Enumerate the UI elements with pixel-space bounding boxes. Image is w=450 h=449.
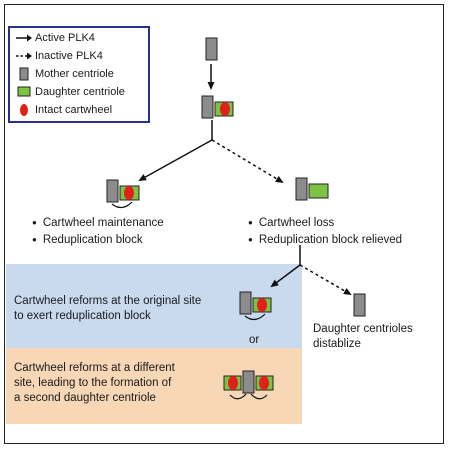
peach-panel-line3: a second daughter centriole [14, 392, 156, 404]
legend-label-daughter: Daughter centriole [35, 86, 125, 98]
right-bullet-loss: Cartwheel loss [248, 216, 334, 231]
legend-label-inactive: Inactive PLK4 [35, 50, 103, 62]
legend-item-inactive: Inactive PLK4 [16, 48, 103, 64]
peach-panel-line1: Cartwheel reforms at a different [14, 362, 175, 374]
left-bullet-maintenance: Cartwheel maintenance [32, 216, 164, 231]
peach-panel-line2: site, leading to the formation of [14, 377, 172, 389]
arrow-destabilize [299, 264, 352, 296]
legend-item-mother: Mother centriole [16, 66, 114, 82]
solid-arrow-icon [16, 30, 32, 46]
lone-mother-centriole [353, 293, 366, 317]
cartwheel-icon [16, 102, 32, 118]
top-mother-centriole [205, 37, 218, 61]
daughter-centriole-icon [16, 84, 32, 100]
left-bullet-block: Reduplication block [32, 233, 143, 248]
legend-label-cartwheel: Intact cartwheel [35, 104, 113, 116]
arrow-active-left [138, 139, 213, 181]
mother-centriole-icon [16, 66, 32, 82]
legend-label-mother: Mother centriole [35, 68, 114, 80]
or-label: or [249, 334, 260, 346]
arrow-reform [270, 264, 301, 288]
arrow-inactive-right [211, 139, 284, 184]
legend-item-cartwheel: Intact cartwheel [16, 102, 112, 118]
centriole-pair-cartwheel-lost [295, 177, 329, 201]
centriole-pair-reformed [239, 291, 272, 321]
dashed-arrow-icon [16, 48, 32, 64]
figure-frame [4, 4, 444, 444]
legend-item-daughter: Daughter centriole [16, 84, 125, 100]
destabilize-line1: Daughter centrioles [313, 323, 413, 335]
centriole-pair-with-cartwheel [201, 95, 234, 119]
centriole-triplet-second-daughter [223, 370, 274, 400]
legend-item-active: Active PLK4 [16, 30, 95, 46]
blue-panel-line1: Cartwheel reforms at the original site [14, 295, 202, 307]
legend-label-active: Active PLK4 [35, 32, 95, 44]
legend-box: Active PLK4 Inactive PLK4 Mother centrio… [8, 26, 150, 123]
blue-panel-line2: to exert reduplication block [14, 310, 151, 322]
centriole-pair-maintained [106, 179, 140, 209]
destabilize-line2: distablize [313, 338, 361, 350]
right-bullet-relieved: Reduplication block relieved [248, 233, 402, 248]
